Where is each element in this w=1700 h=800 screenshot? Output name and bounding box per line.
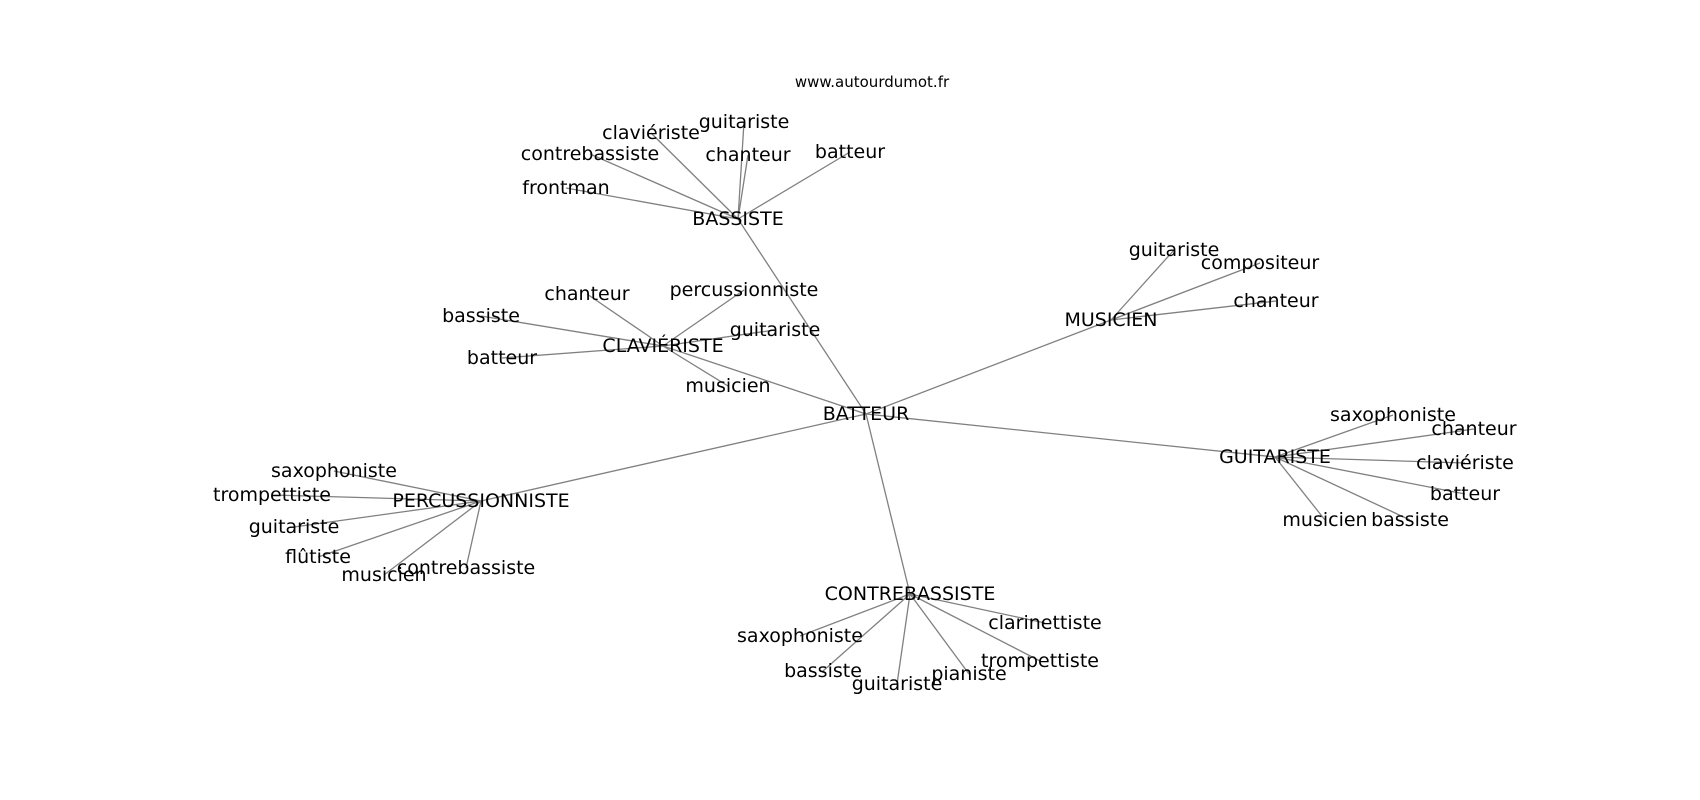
edge-clavieriste-3 — [662, 329, 776, 347]
edge-guitariste-0 — [1274, 414, 1394, 458]
edge-percussionniste-5 — [465, 500, 482, 569]
edge-guitariste-1 — [1274, 428, 1475, 458]
hub-node-musicien: MUSICIEN — [1064, 309, 1157, 331]
leaf-node-bassiste-3: guitariste — [699, 111, 790, 133]
hub-node-percussionniste: PERCUSSIONNISTE — [392, 490, 569, 512]
leaf-node-contrebassiste-0: saxophoniste — [737, 625, 863, 647]
leaf-node-contrebassiste-2: guitariste — [852, 673, 943, 695]
edge-percussionniste-1 — [271, 494, 482, 502]
edge-musicien-0 — [1110, 249, 1175, 321]
leaf-node-bassiste-5: batteur — [815, 141, 885, 163]
leaf-node-bassiste-0: frontman — [522, 177, 609, 199]
edge-musicien-2 — [1110, 300, 1277, 321]
edge-bassiste-0 — [565, 187, 739, 220]
edge-bassiste-4 — [737, 154, 749, 220]
leaf-node-clavieriste-4: musicien — [685, 375, 770, 397]
center-node-label: BATTEUR — [823, 403, 910, 425]
edge-percussionniste-0 — [333, 470, 482, 502]
leaf-node-guitariste-1: chanteur — [1431, 418, 1516, 440]
leaf-node-musicien-1: compositeur — [1201, 252, 1320, 274]
hub-node-clavieriste: CLAVIÉRISTE — [602, 334, 723, 357]
edge-guitariste-5 — [1274, 456, 1326, 521]
leaf-node-contrebassiste-1: bassiste — [784, 660, 862, 682]
edge-bassiste-2 — [650, 132, 739, 220]
edge-clavieriste-2 — [662, 289, 745, 347]
hub-node-bassiste: BASSISTE — [692, 208, 783, 230]
leaf-node-clavieriste-5: batteur — [467, 347, 537, 369]
leaf-node-clavieriste-0: bassiste — [442, 305, 520, 327]
hub-node-contrebassiste: CONTREBASSISTE — [825, 583, 996, 605]
edge-contrebassiste-0 — [799, 593, 911, 637]
edge-contrebassiste-1 — [822, 593, 911, 672]
graph-labels: BATTEURBASSISTEfrontmancontrebassistecla… — [213, 111, 1517, 695]
leaf-node-guitariste-3: batteur — [1430, 483, 1500, 505]
edge-contrebassiste-4 — [909, 593, 1041, 662]
edge-contrebassiste-2 — [896, 593, 911, 685]
leaf-node-bassiste-1: contrebassiste — [521, 143, 659, 165]
leaf-node-percussionniste-5: contrebassiste — [397, 557, 535, 579]
edge-percussionniste-4 — [383, 500, 482, 576]
edge-center-percussionniste — [480, 413, 867, 502]
leaf-node-clavieriste-2: percussionniste — [670, 279, 819, 301]
leaf-node-musicien-0: guitariste — [1129, 239, 1220, 261]
leaf-node-percussionniste-1: trompettiste — [213, 484, 331, 506]
leaf-node-bassiste-2: claviériste — [602, 122, 700, 144]
edge-contrebassiste-5 — [909, 593, 1046, 624]
edge-clavieriste-0 — [480, 315, 664, 347]
edge-percussionniste-3 — [317, 500, 482, 558]
leaf-node-bassiste-4: chanteur — [705, 144, 790, 166]
hub-node-guitariste: GUITARISTE — [1219, 446, 1331, 468]
leaf-node-guitariste-2: claviériste — [1416, 452, 1514, 474]
edge-percussionniste-2 — [293, 500, 482, 528]
edge-bassiste-1 — [589, 153, 739, 220]
edge-clavieriste-1 — [586, 293, 664, 347]
edge-guitariste-3 — [1274, 456, 1466, 495]
edge-clavieriste-4 — [662, 345, 729, 387]
leaf-node-percussionniste-4: musicien — [341, 564, 426, 586]
leaf-node-clavieriste-1: chanteur — [544, 283, 629, 305]
source-watermark: www.autourdumot.fr — [795, 73, 950, 91]
leaf-node-musicien-2: chanteur — [1233, 290, 1318, 312]
edge-center-contrebassiste — [865, 413, 911, 595]
edge-musicien-1 — [1110, 262, 1261, 321]
graph-edges — [271, 121, 1475, 685]
leaf-node-guitariste-4: bassiste — [1371, 509, 1449, 531]
edge-center-guitariste — [865, 413, 1276, 458]
edge-bassiste-3 — [737, 121, 745, 220]
edge-center-bassiste — [737, 218, 867, 415]
leaf-node-clavieriste-3: guitariste — [730, 319, 821, 341]
edge-bassiste-5 — [737, 151, 851, 220]
leaf-node-contrebassiste-3: pianiste — [931, 663, 1006, 685]
leaf-node-guitariste-0: saxophoniste — [1330, 404, 1456, 426]
edge-center-musicien — [865, 319, 1112, 415]
edge-clavieriste-5 — [501, 345, 664, 359]
leaf-node-contrebassiste-5: clarinettiste — [988, 612, 1101, 634]
edge-guitariste-2 — [1274, 456, 1466, 464]
edge-center-clavieriste — [662, 345, 867, 415]
leaf-node-percussionniste-3: flûtiste — [285, 546, 351, 568]
leaf-node-contrebassiste-4: trompettiste — [981, 650, 1099, 672]
leaf-node-guitariste-5: musicien — [1282, 509, 1367, 531]
leaf-node-percussionniste-0: saxophoniste — [271, 460, 397, 482]
leaf-node-percussionniste-2: guitariste — [249, 516, 340, 538]
edge-guitariste-4 — [1274, 456, 1411, 521]
edge-contrebassiste-3 — [909, 593, 970, 675]
